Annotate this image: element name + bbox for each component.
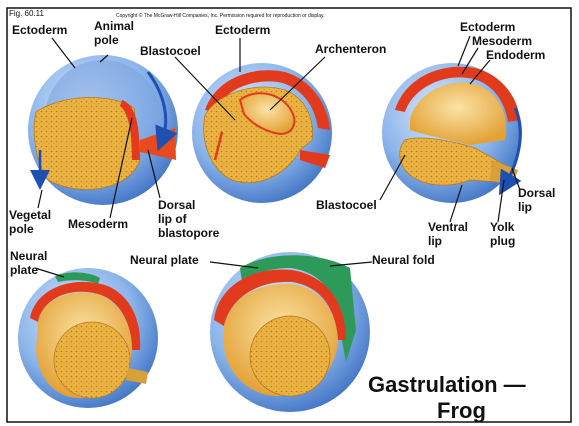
label-blastocoel-3: Blastocoel (316, 198, 377, 212)
label-yolk-plug-line2: plug (490, 234, 515, 248)
label-endoderm-3: Endoderm (486, 48, 545, 62)
embryo1-yolk-mass (34, 97, 140, 189)
embryo5-yolk (250, 316, 330, 396)
copyright-notice: Copyright © The McGraw-Hill Companies, I… (116, 12, 325, 19)
embryo-mid-gastrula (192, 63, 332, 203)
embryo4-yolk (54, 322, 130, 398)
label-ectoderm-1: Ectoderm (12, 23, 67, 37)
label-ventral-lip-line1: Ventral (428, 220, 468, 234)
label-ectoderm-3: Ectoderm (460, 20, 515, 34)
figure-number: Fig. 60.11 (9, 9, 45, 18)
label-mesoderm-1: Mesoderm (68, 217, 128, 231)
label-blastocoel-1: Blastocoel (140, 44, 201, 58)
label-vegetal-pole-line2: pole (9, 222, 34, 236)
label-ventral-lip-line2: lip (428, 234, 442, 248)
label-neural-plate-left-line1: Neural (10, 249, 47, 263)
label-ectoderm-2: Ectoderm (215, 23, 270, 37)
title-line1: Gastrulation — (368, 372, 526, 397)
label-dorsal-lip-blastopore-line2: lip of (158, 212, 188, 226)
label-neural-plate-center: Neural plate (130, 253, 199, 267)
label-archenteron: Archenteron (315, 42, 386, 56)
label-dorsal-lip-3-line1: Dorsal (518, 186, 555, 200)
label-dorsal-lip-blastopore-line3: blastopore (158, 226, 220, 240)
label-dorsal-lip-3-line2: lip (518, 200, 532, 214)
embryo-early-neurula (18, 268, 158, 408)
label-neural-plate-left-line2: plate (10, 263, 38, 277)
label-animal-pole-line2: pole (94, 33, 119, 47)
label-animal-pole-line1: Animal (94, 19, 134, 33)
label-vegetal-pole-line1: Vegetal (9, 208, 51, 222)
embryo-early-gastrula (28, 55, 178, 205)
embryo-late-neurula (210, 252, 370, 412)
label-mesoderm-3: Mesoderm (472, 34, 532, 48)
label-dorsal-lip-blastopore-line1: Dorsal (158, 198, 195, 212)
title-line2: Frog (437, 398, 486, 423)
label-yolk-plug-line1: Yolk (490, 220, 515, 234)
embryo-late-gastrula (382, 63, 522, 203)
label-neural-fold: Neural fold (372, 253, 435, 267)
